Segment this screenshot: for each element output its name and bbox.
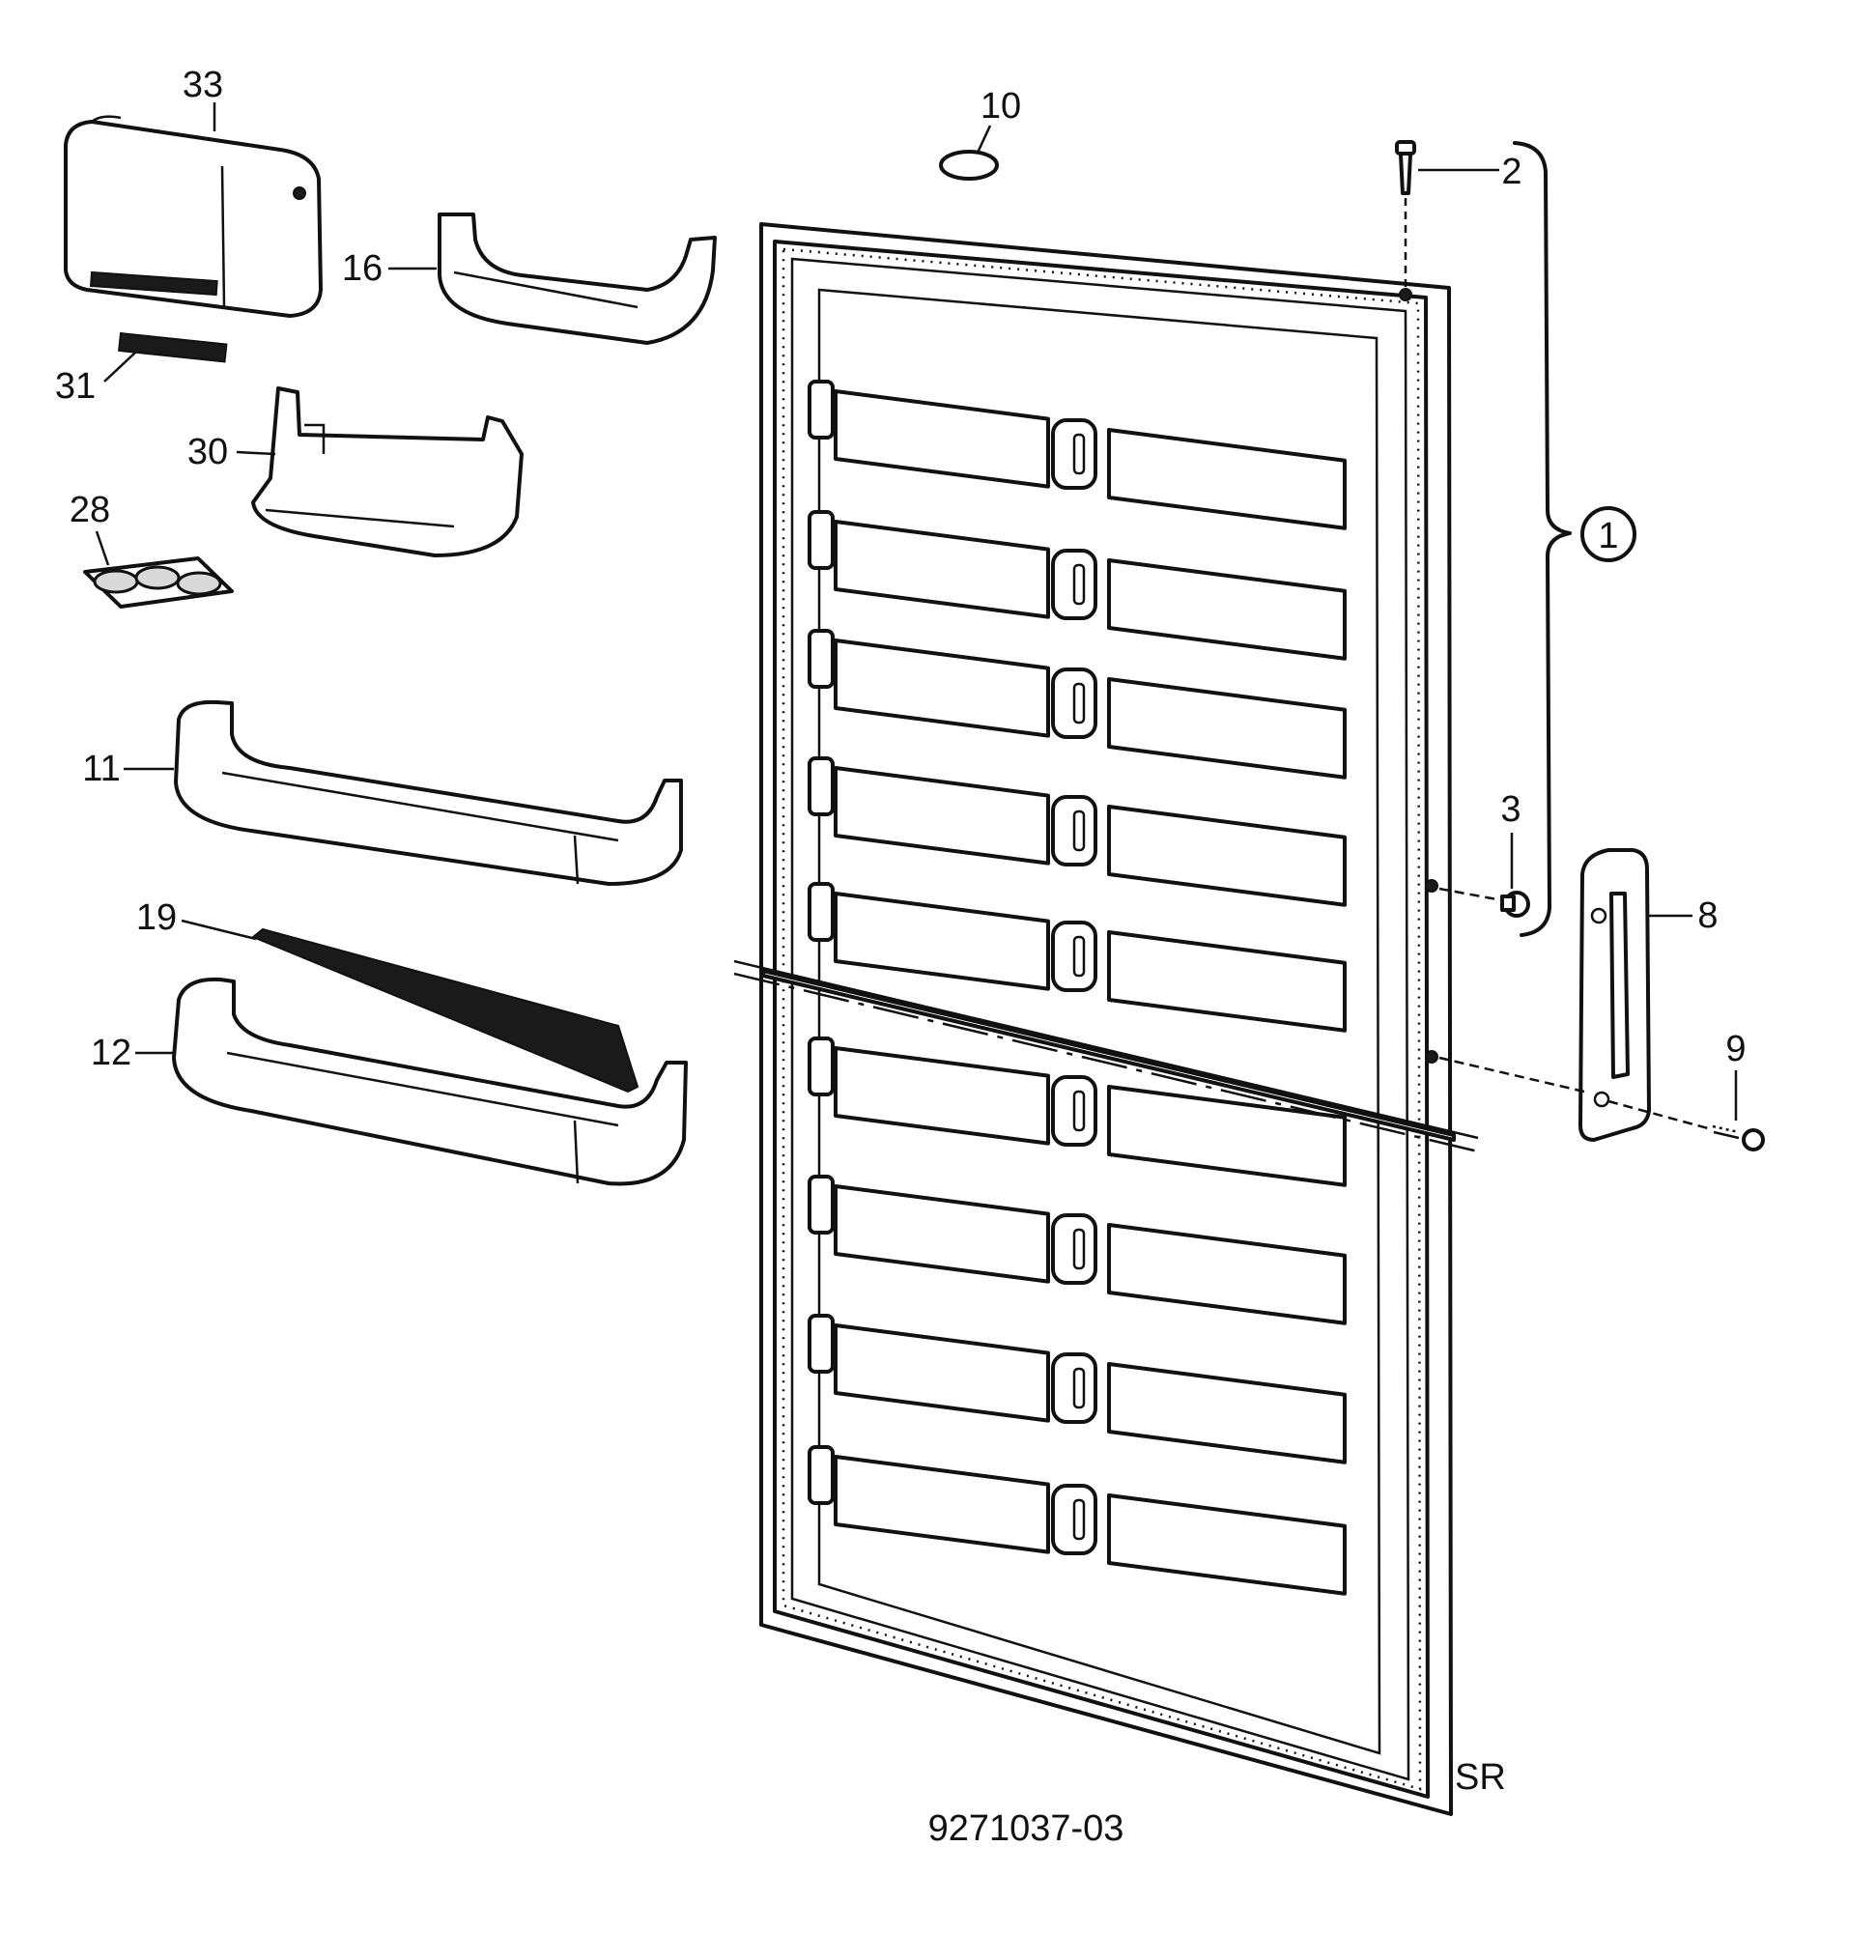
callout-3: 3	[1500, 789, 1521, 830]
door-rib-right	[1107, 677, 1347, 780]
callout-2: 2	[1501, 152, 1521, 192]
door-rib-right	[1107, 428, 1347, 530]
part-16-shelf	[438, 213, 717, 345]
door-rib-clip-slot	[1072, 1367, 1086, 1409]
part-28-egg-tray	[83, 556, 234, 609]
door-rib-right	[1107, 930, 1347, 1033]
door-side-clip	[808, 510, 835, 570]
door-ribs	[808, 380, 1347, 1596]
part-3-cap	[1425, 879, 1530, 918]
door-rib-right	[1107, 1493, 1347, 1596]
door-side-clip	[808, 1037, 835, 1096]
door-side-clip	[808, 882, 835, 942]
door-rib-clip-slot	[1072, 433, 1086, 475]
door-rib-left	[834, 766, 1050, 866]
door-rib-left	[834, 1046, 1050, 1146]
part-10-ring	[939, 150, 999, 181]
part-33-cover	[64, 115, 323, 318]
leader-10	[976, 125, 992, 154]
callout-9: 9	[1725, 1029, 1746, 1069]
door-rib-right	[1107, 805, 1347, 907]
door-rib-right	[1107, 558, 1347, 661]
door-rib-left	[834, 1455, 1050, 1554]
door-rib-left	[834, 892, 1050, 991]
door-side-clip	[808, 380, 835, 440]
callout-33: 33	[183, 65, 223, 105]
door-side-clip	[808, 1314, 835, 1374]
callout-19: 19	[136, 897, 177, 938]
leader-19	[181, 919, 257, 941]
callout-8: 8	[1697, 895, 1718, 936]
callout-31: 31	[55, 366, 96, 407]
door-rib-clip-slot	[1072, 810, 1086, 852]
door-rib-clip-slot	[1072, 1090, 1086, 1132]
callout-1-circle: 1	[1580, 506, 1636, 562]
callout-10: 10	[981, 86, 1021, 127]
break-line	[733, 959, 1479, 1153]
part-2-screw	[1395, 140, 1416, 301]
callout-30: 30	[187, 432, 228, 472]
kit-bracket	[1513, 141, 1572, 937]
door-rib-clip-slot	[1072, 563, 1086, 606]
door-rib-right	[1107, 1085, 1347, 1187]
door-rib-left	[834, 520, 1050, 619]
mark-sr: SR	[1455, 1757, 1506, 1798]
callout-11: 11	[82, 749, 120, 789]
door-rib-left	[834, 639, 1050, 738]
part-19-fence	[251, 927, 640, 1094]
door-side-clip	[808, 629, 835, 689]
callout-12: 12	[91, 1033, 131, 1073]
leader-30	[236, 450, 276, 456]
door-rib-left	[834, 389, 1050, 489]
part-11-shelf	[174, 699, 683, 886]
door-rib-left	[834, 1184, 1050, 1284]
door-side-clip	[808, 756, 835, 816]
part-30-holder	[251, 386, 524, 557]
door-side-clip	[808, 1175, 835, 1235]
door-rib-clip-slot	[1072, 935, 1086, 978]
leader-28	[95, 530, 110, 566]
door-rib-clip-slot	[1072, 682, 1086, 724]
door-rib-left	[834, 1323, 1050, 1423]
callout-1: 1	[1598, 516, 1618, 556]
door-rib-right	[1107, 1362, 1347, 1464]
callout-16: 16	[342, 248, 383, 289]
door-rib-clip-slot	[1072, 1498, 1086, 1541]
door-rib-clip-slot	[1072, 1228, 1086, 1270]
door-side-clip	[808, 1445, 835, 1505]
part-31-strip	[118, 331, 228, 363]
leader-31	[103, 352, 136, 383]
callout-28: 28	[70, 490, 110, 530]
part-12-shelf	[172, 977, 688, 1186]
door-rib-right	[1107, 1223, 1347, 1325]
part-9-screw	[1607, 1099, 1765, 1151]
drawing-number: 9271037-03	[928, 1808, 1124, 1849]
part-8-handle	[1425, 848, 1651, 1142]
